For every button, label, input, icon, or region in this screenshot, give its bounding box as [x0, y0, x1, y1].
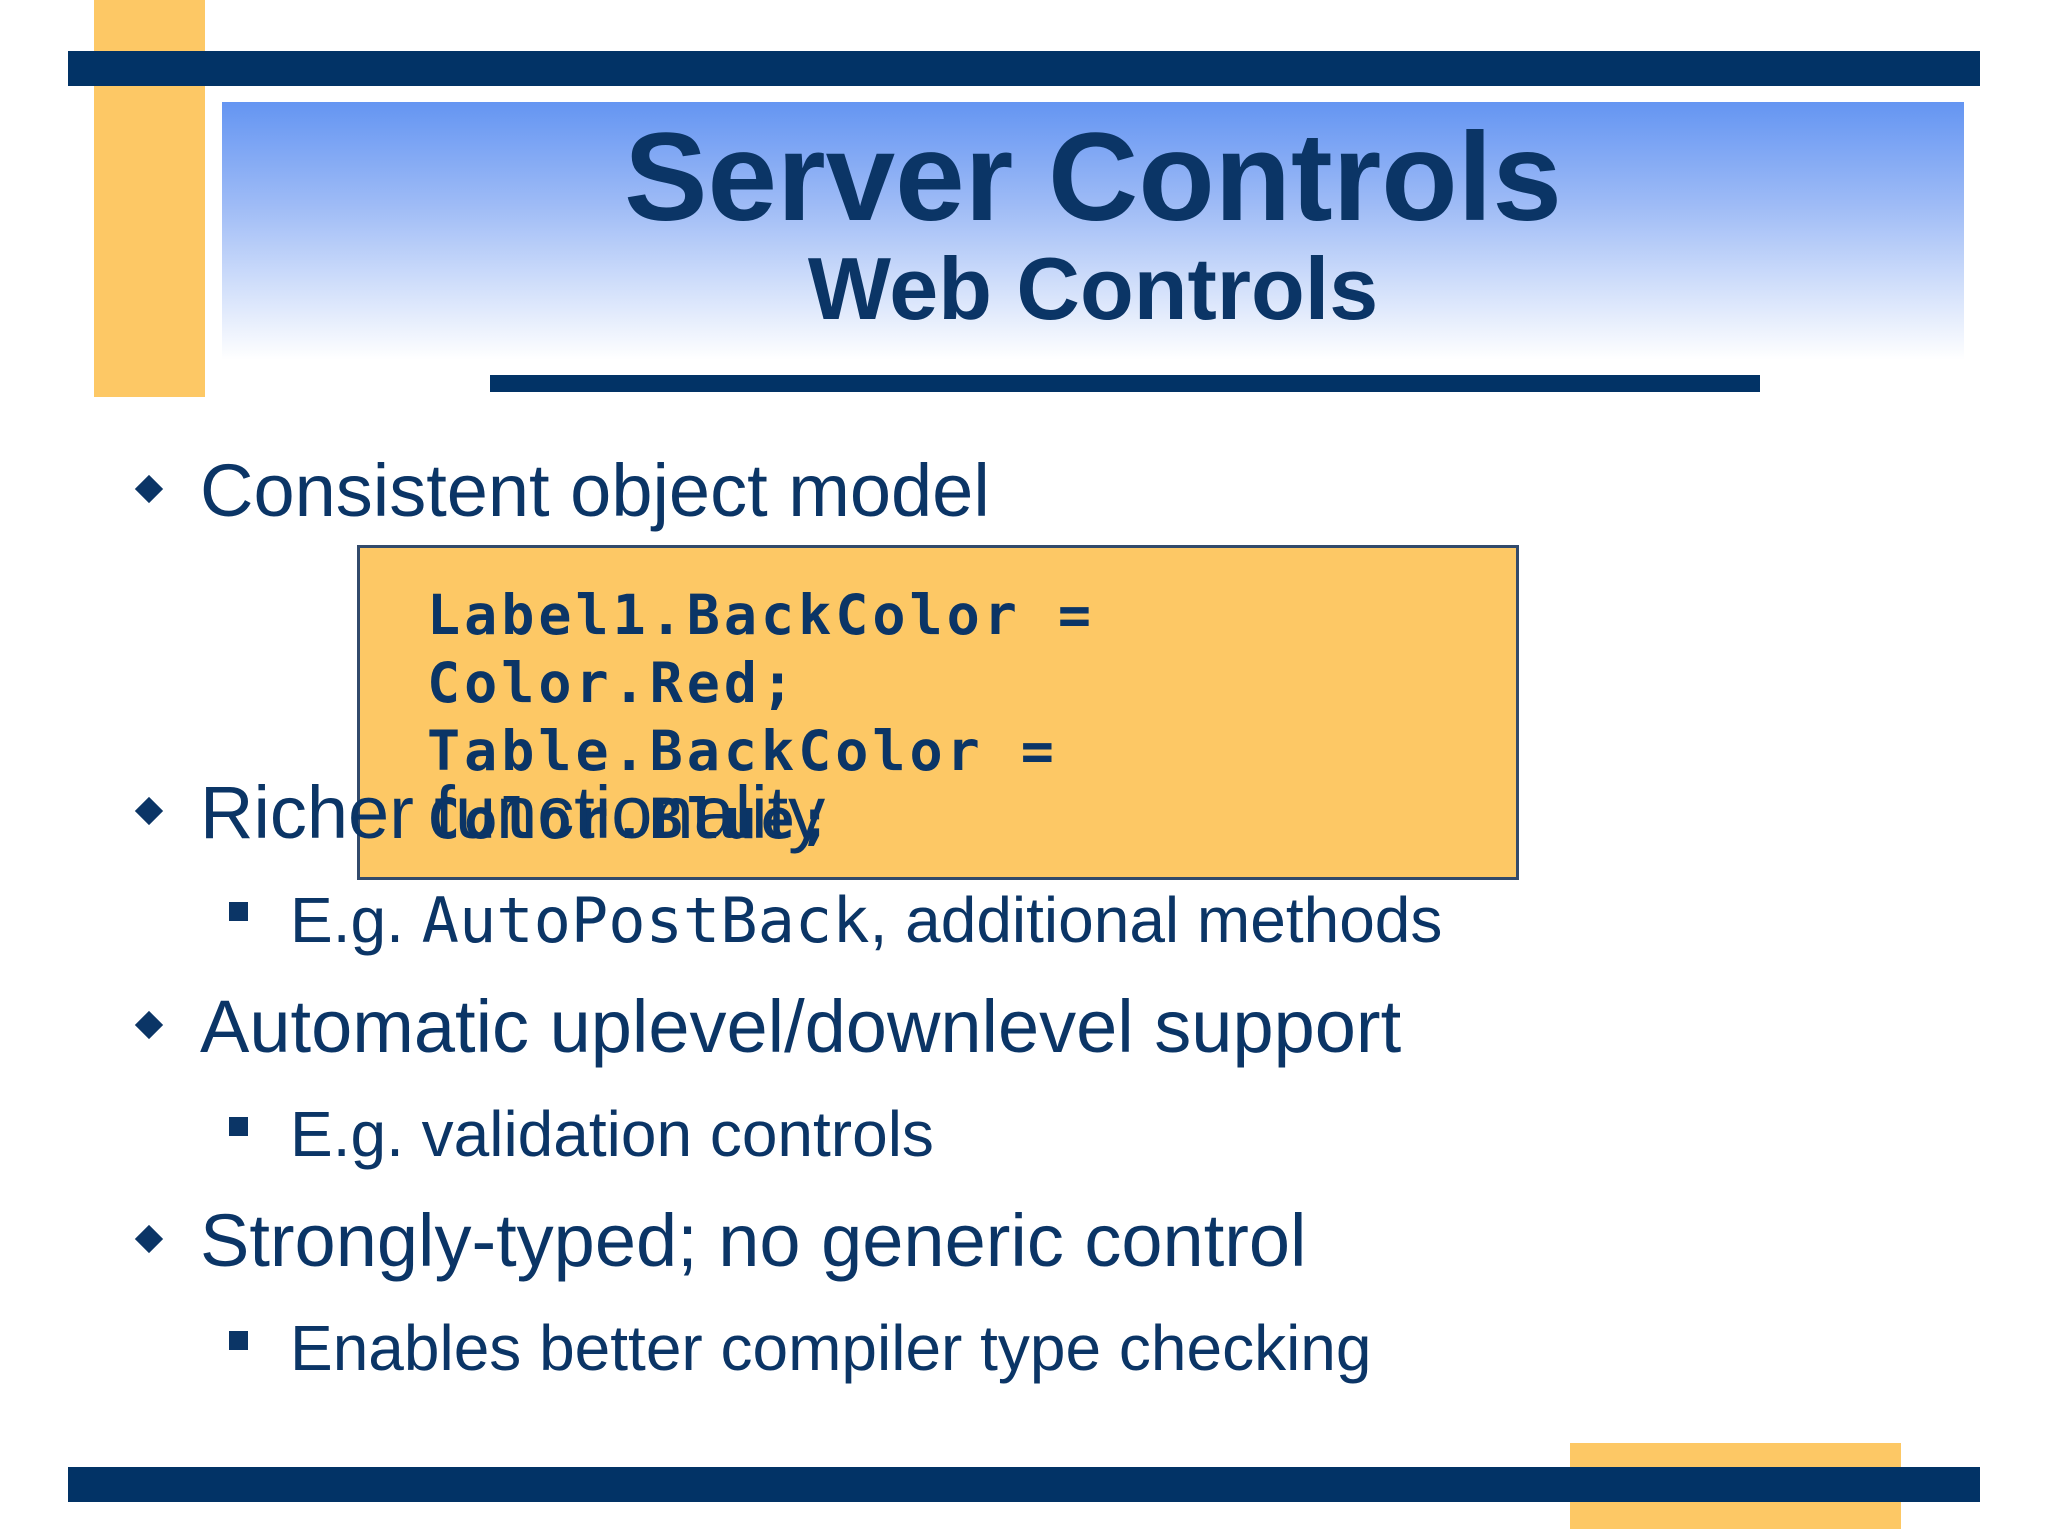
- code-token-autopostback: AutoPostBack: [421, 884, 870, 957]
- bottom-rule: [68, 1467, 1980, 1502]
- diamond-bullet-icon: [134, 474, 164, 504]
- code-line: Table.BackColor =: [427, 719, 1058, 783]
- sub-bullet-validation-controls: E.g. validation controls: [290, 1098, 934, 1170]
- diamond-bullet-icon: [134, 1010, 164, 1040]
- square-bullet-icon: [229, 1331, 248, 1350]
- square-bullet-icon: [229, 1117, 248, 1136]
- top-rule: [68, 51, 1980, 86]
- title-gradient-band: [222, 102, 1964, 360]
- code-line: Color.Blue;: [427, 787, 836, 851]
- sub-bullet-autopostback: E.g. AutoPostBack, additional methods: [290, 885, 1442, 956]
- slide-subtitle: Web Controls: [807, 239, 1379, 338]
- bullet-uplevel-downlevel: Automatic uplevel/downlevel support: [200, 985, 1402, 1068]
- code-line: Color.Red;: [427, 651, 799, 715]
- bullet-strongly-typed: Strongly-typed; no generic control: [200, 1199, 1307, 1282]
- sub-bullet-suffix: , additional methods: [869, 884, 1443, 956]
- title-underline: [490, 375, 1760, 392]
- bullet-consistent-object-model: Consistent object model: [200, 449, 990, 532]
- code-sample-box: [357, 545, 1519, 880]
- bullet-richer-functionality: Richer functionality: [200, 771, 826, 854]
- diamond-bullet-icon: [134, 1224, 164, 1254]
- slide-title: Server Controls: [624, 108, 1562, 247]
- code-line: Label1.BackColor =: [427, 583, 1096, 647]
- sub-bullet-compiler-type-checking: Enables better compiler type checking: [290, 1312, 1372, 1384]
- diamond-bullet-icon: [134, 796, 164, 826]
- sub-bullet-prefix: E.g.: [290, 884, 422, 956]
- square-bullet-icon: [229, 902, 248, 921]
